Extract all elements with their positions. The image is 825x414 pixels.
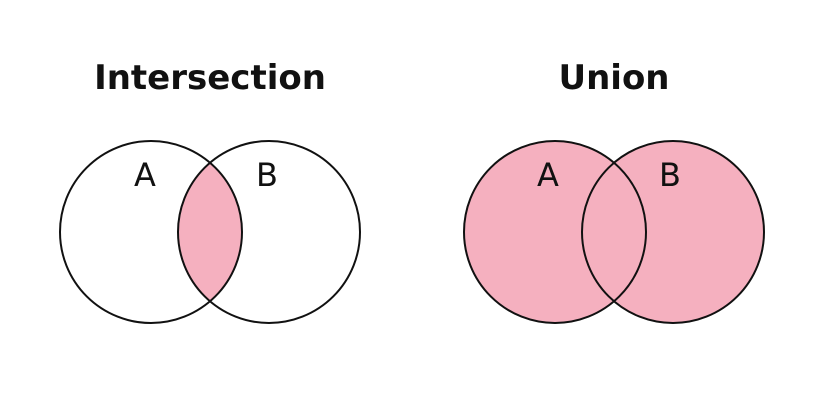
union-set-b-circle bbox=[581, 140, 765, 324]
union-set-b-fill bbox=[582, 141, 764, 323]
intersection-set-a-circle bbox=[59, 140, 243, 324]
union-set-b-label: B bbox=[659, 156, 681, 194]
union-set-a-label: A bbox=[537, 156, 559, 194]
intersection-set-b-circle bbox=[177, 140, 361, 324]
intersection-title: Intersection bbox=[94, 58, 326, 98]
union-diagram: A B bbox=[463, 140, 765, 324]
union-set-a-circle bbox=[463, 140, 647, 324]
union-title: Union bbox=[558, 58, 670, 98]
intersection-diagram: A B bbox=[59, 140, 361, 324]
intersection-region bbox=[178, 141, 242, 323]
intersection-set-a-label: A bbox=[134, 156, 156, 194]
intersection-set-b-label: B bbox=[256, 156, 278, 194]
